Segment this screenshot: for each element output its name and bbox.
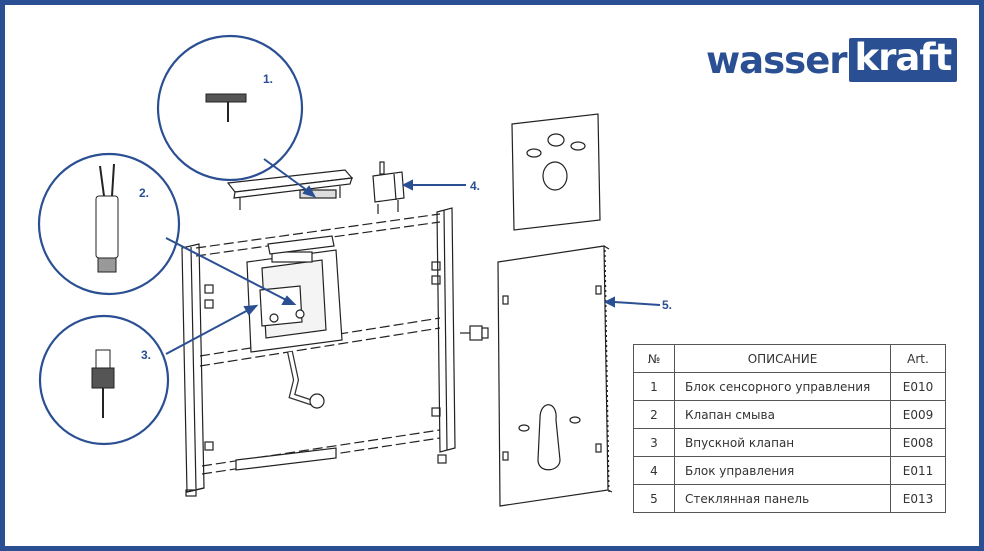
row-art: E009 [890, 400, 946, 429]
callout-5: 5. [662, 298, 673, 312]
row-description: Блок управления [674, 456, 891, 485]
header-art: Art. [890, 344, 946, 373]
detail-circle-2 [37, 152, 181, 296]
row-description: Блок сенсорного управления [674, 372, 891, 401]
table-row: 1 Блок сенсорного управления E010 [633, 372, 946, 401]
leader-lines [165, 158, 661, 355]
table-row: 4 Блок управления E011 [633, 456, 946, 485]
row-description: Стеклянная панель [674, 484, 891, 513]
header-number: № [633, 344, 675, 373]
header-description: ОПИСАНИЕ [674, 344, 891, 373]
table-row: 2 Клапан смыва E009 [633, 400, 946, 429]
row-number: 2 [633, 400, 675, 429]
row-description: Клапан смыва [674, 400, 891, 429]
glass-panel [497, 245, 613, 507]
row-number: 4 [633, 456, 675, 485]
row-art: E008 [890, 428, 946, 457]
logo-text-kraft: kraft [848, 37, 958, 83]
row-description: Впускной клапан [674, 428, 891, 457]
detail-circle-1 [156, 34, 304, 182]
callout-2: 2. [139, 186, 150, 200]
touch-control-block [226, 169, 354, 210]
row-number: 5 [633, 484, 675, 513]
table-header-row: № ОПИСАНИЕ Art. [633, 344, 946, 373]
table-row: 3 Впускной клапан E008 [633, 428, 946, 457]
callout-3: 3. [141, 348, 152, 362]
row-number: 1 [633, 372, 675, 401]
callout-4: 4. [470, 179, 481, 193]
cistern [246, 235, 343, 409]
detail-circle-3 [38, 314, 170, 446]
wall-seal-plate [511, 113, 601, 231]
table-row: 5 Стеклянная панель E013 [633, 484, 946, 513]
logo-text-wasser: wasser [706, 38, 848, 82]
control-unit-block [372, 161, 405, 214]
installation-frame [181, 207, 456, 497]
inlet-connector [460, 325, 489, 341]
callout-1: 1. [263, 72, 274, 86]
row-art: E011 [890, 456, 946, 485]
parts-table: № ОПИСАНИЕ Art. 1 Блок сенсорного управл… [633, 344, 946, 513]
row-art: E013 [890, 484, 946, 513]
row-number: 3 [633, 428, 675, 457]
row-art: E010 [890, 372, 946, 401]
